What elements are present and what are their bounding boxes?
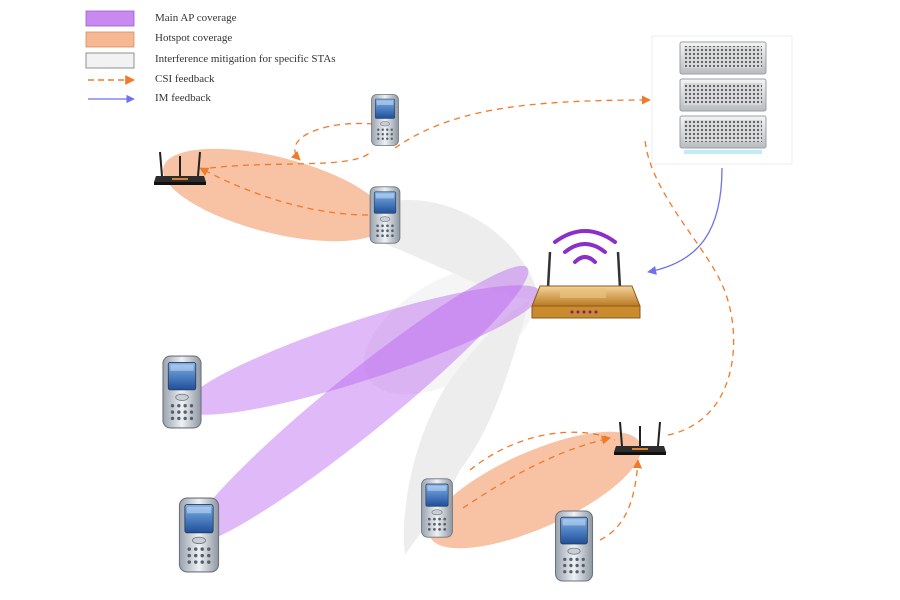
legend-swatch-interference	[85, 52, 135, 69]
csi-hotspot2-to-server	[644, 139, 735, 436]
wireless-signal-icon	[553, 229, 617, 264]
csi-hotspot1-to-phone	[209, 149, 373, 169]
smartphone-icon	[371, 94, 399, 146]
csi-phone-mid-to-hotspot1	[199, 167, 369, 216]
legend-label-hotspot: Hotspot coverage	[155, 32, 233, 44]
interference-zone-upper	[370, 200, 540, 300]
hotspot-beams	[163, 148, 642, 549]
smartphone-icon	[421, 478, 453, 538]
smartphone-icon	[178, 497, 220, 573]
csi-feedback-arrows	[199, 95, 735, 541]
hotspot-router-icon	[614, 421, 666, 456]
im-feedback-arrow	[647, 167, 723, 275]
hotspot-beam-lower	[428, 431, 642, 549]
legend-swatch-main-ap	[85, 10, 135, 27]
legend	[85, 10, 135, 104]
server-rack-icon	[651, 35, 793, 165]
legend-label-interference: Interference mitigation for specific STA…	[155, 53, 336, 65]
hotspot-beam-upper	[163, 148, 387, 242]
smartphone-icon	[369, 186, 401, 244]
legend-swatch-hotspot	[85, 31, 135, 48]
csi-phone-lower1-to-hotspot2	[462, 435, 611, 509]
interference-zone-center	[364, 265, 536, 395]
main-ap-beams	[182, 265, 542, 545]
legend-label-csi-feedback: CSI feedback	[155, 73, 215, 85]
main-ap-beam-upper	[182, 285, 542, 415]
main-ap-beam-lower	[187, 265, 529, 545]
csi-phone-top-to-server	[394, 95, 651, 149]
legend-label-im-feedback: IM feedback	[155, 92, 211, 104]
csi-phone-top-to-hotspot1	[290, 122, 374, 161]
csi-phone-lower2-to-hotspot2	[599, 459, 643, 541]
smartphone-icon	[162, 355, 202, 429]
legend-label-main-ap: Main AP coverage	[155, 12, 237, 24]
smartphone-icon	[554, 510, 594, 582]
main-ap-router-icon	[531, 229, 641, 319]
